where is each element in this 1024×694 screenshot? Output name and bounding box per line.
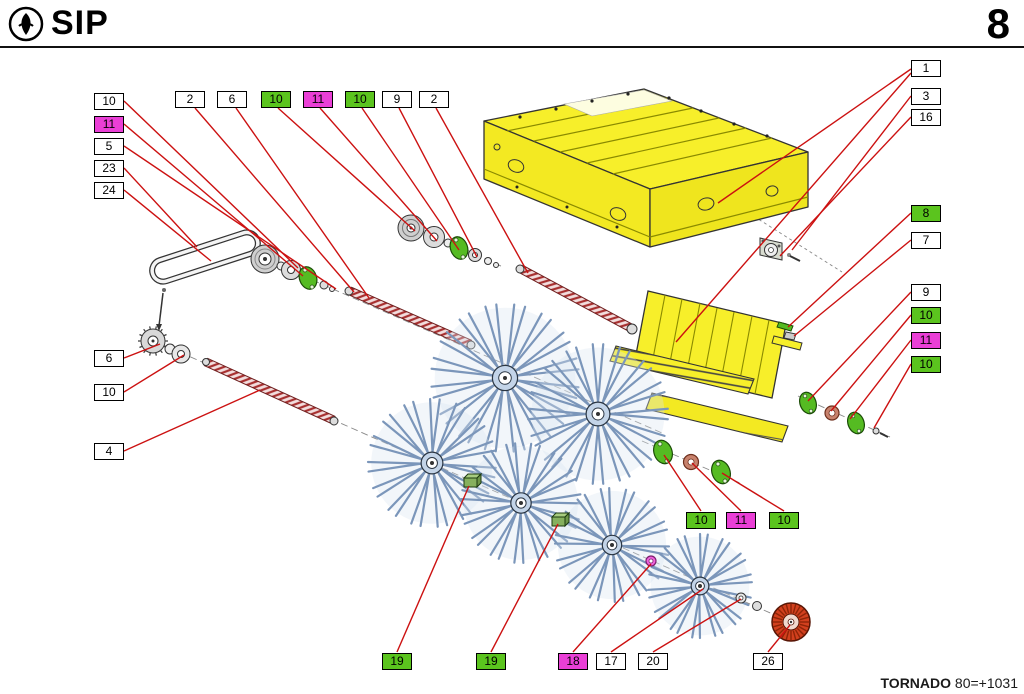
rotor-wheel bbox=[366, 397, 497, 528]
footer-model-code: TORNADO 80=+1031 bbox=[881, 675, 1019, 691]
leader-lines bbox=[123, 68, 912, 653]
sprocket-assembly bbox=[138, 288, 191, 364]
rotor-wheel-layer bbox=[366, 303, 753, 640]
model-code: 80=+1031 bbox=[954, 675, 1018, 691]
rotor-wheel bbox=[527, 343, 669, 485]
drive-belt bbox=[149, 229, 261, 285]
brand-name: SIP bbox=[51, 4, 109, 42]
page-number: 8 bbox=[986, 0, 1010, 47]
flange-bearing-cluster-mid bbox=[652, 439, 732, 485]
model-name: TORNADO bbox=[880, 675, 952, 691]
brand-header: SIP bbox=[8, 4, 109, 43]
rotor-wheel bbox=[647, 532, 753, 640]
rotor-wheel bbox=[460, 442, 583, 565]
rotor-wheel bbox=[430, 303, 580, 453]
chassis-frame bbox=[483, 88, 809, 248]
header-divider bbox=[0, 46, 1024, 48]
red-drive-pulley bbox=[771, 602, 811, 642]
rotor-wheel bbox=[553, 486, 671, 604]
pulley-stack-top bbox=[397, 214, 499, 268]
baffle-panel bbox=[609, 290, 803, 443]
bearing-assembly-right bbox=[759, 237, 801, 262]
rotor-shafts bbox=[202, 264, 638, 426]
sip-logo-icon bbox=[8, 6, 44, 41]
chain-sprocket-icon bbox=[138, 326, 168, 356]
pulley-stack-left bbox=[250, 244, 335, 292]
rotor-couplers bbox=[462, 472, 762, 611]
